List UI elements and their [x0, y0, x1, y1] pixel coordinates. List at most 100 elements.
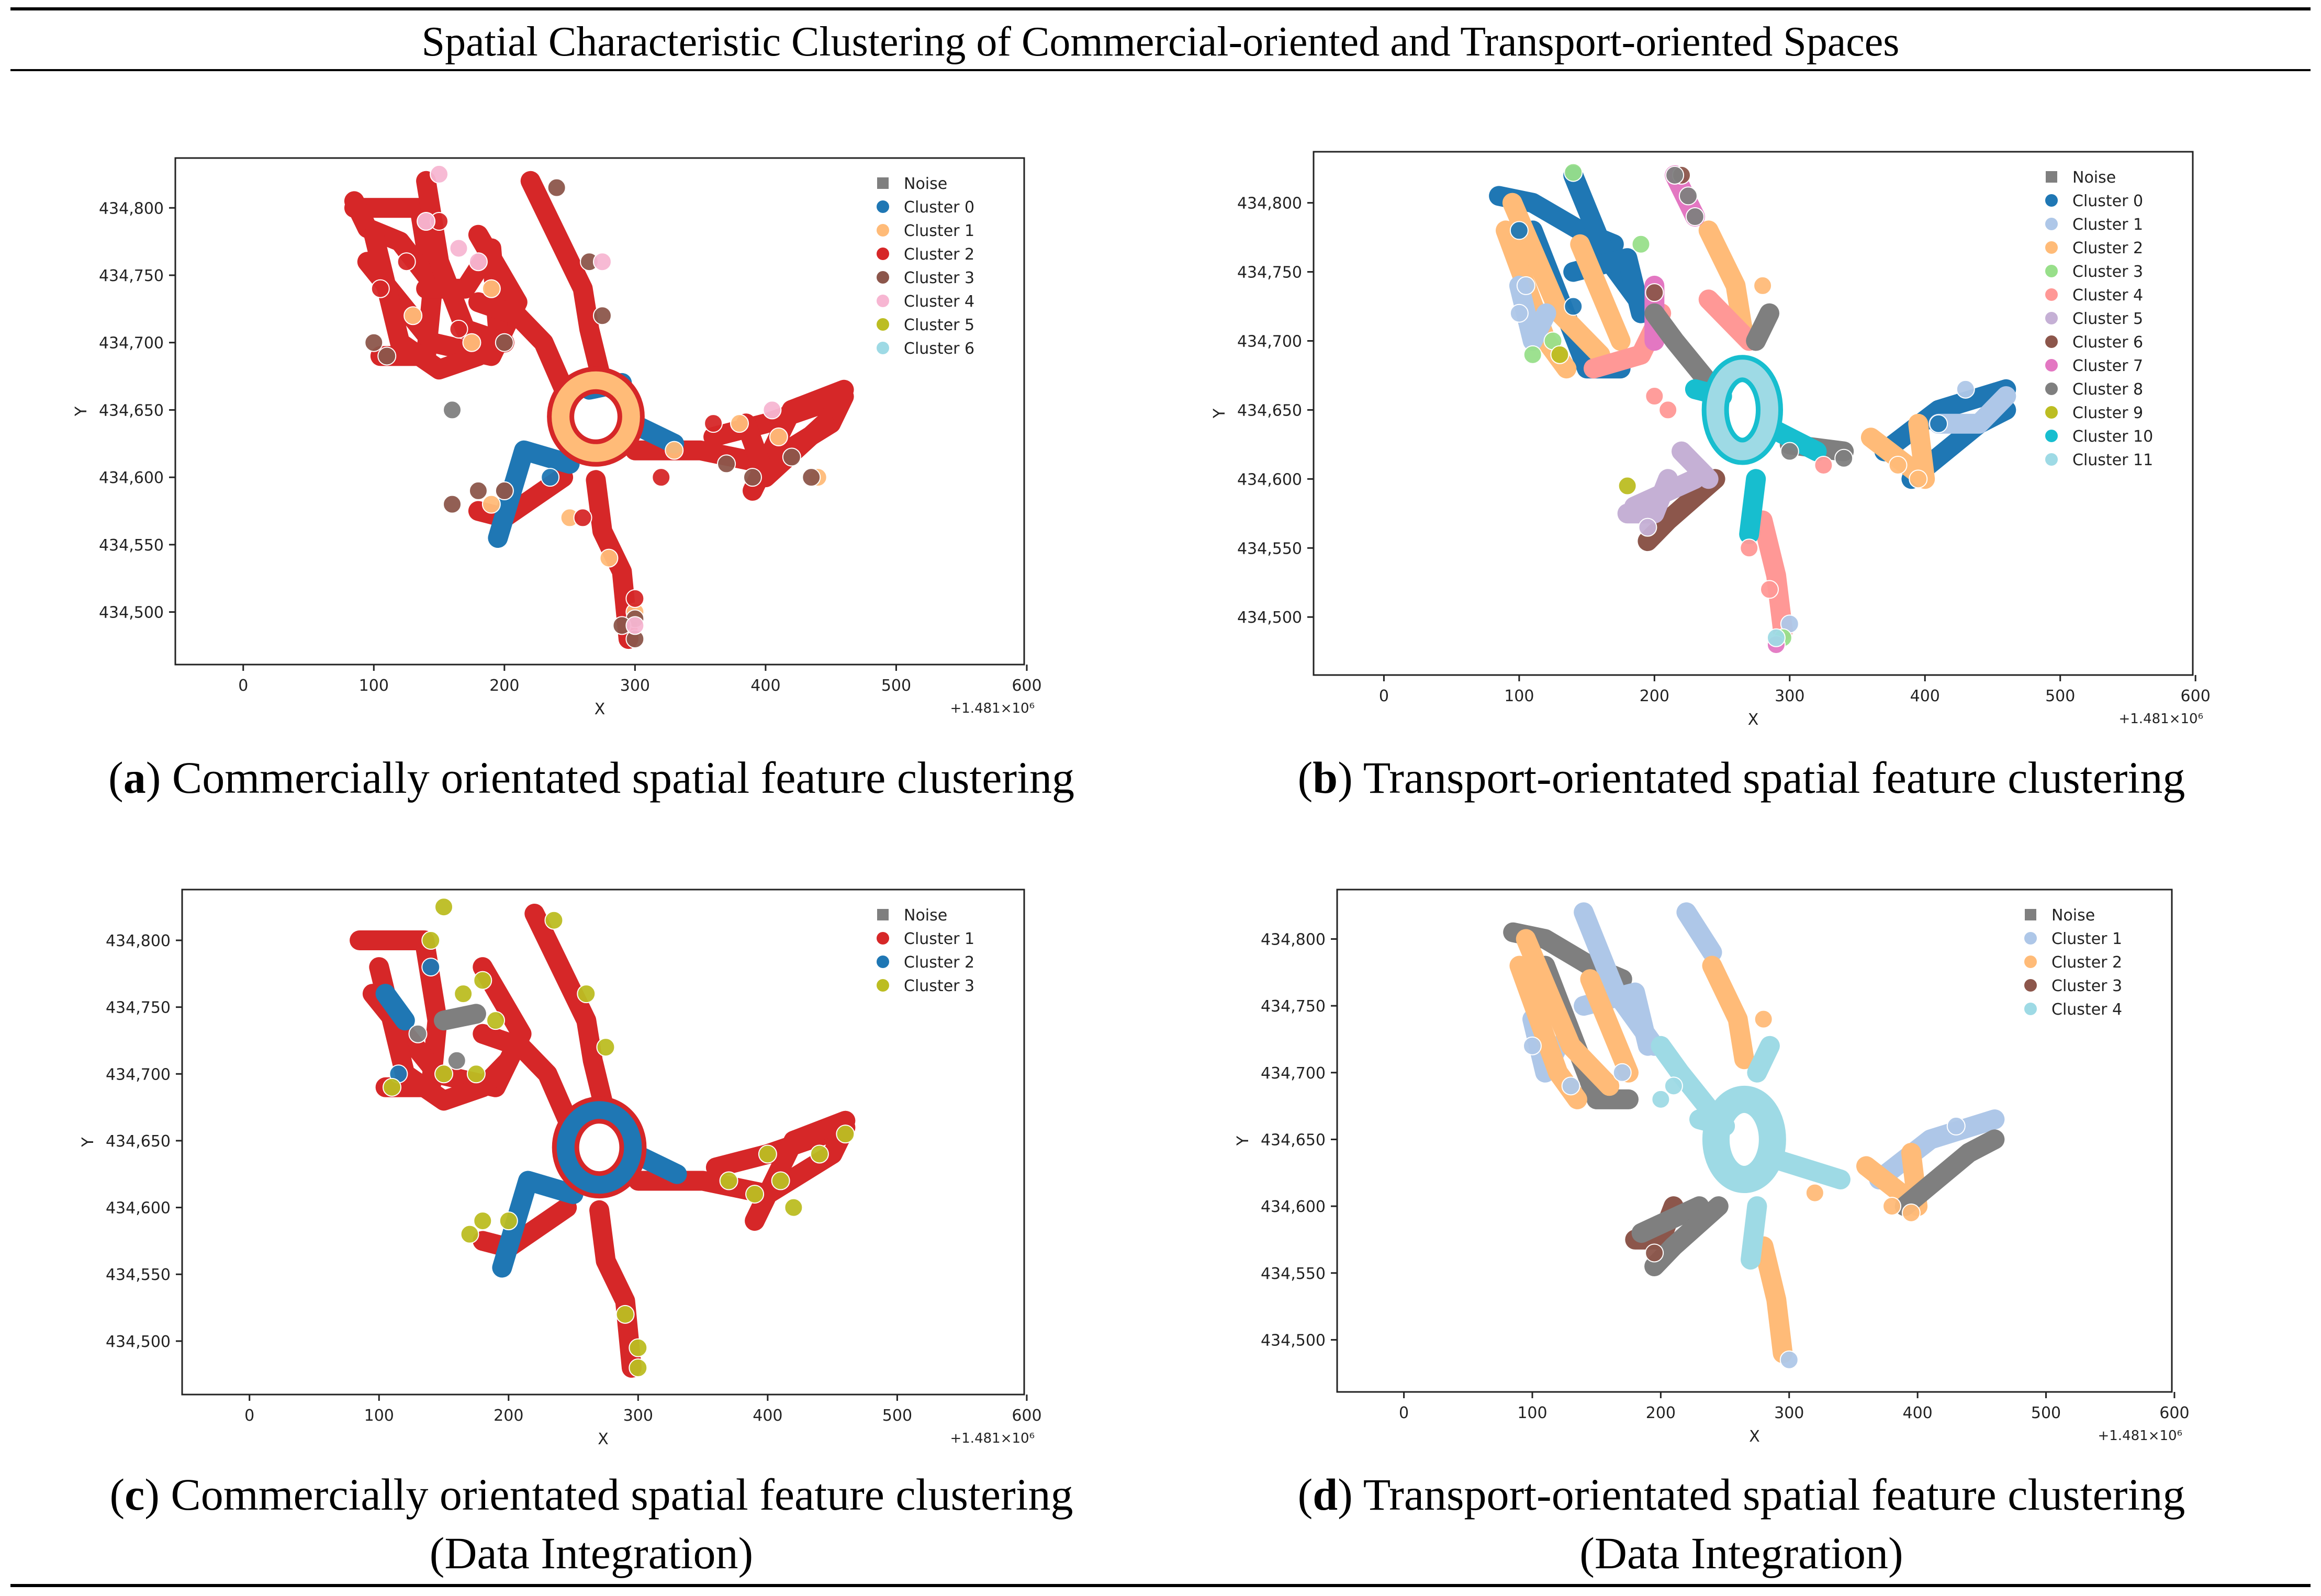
y-tick-label: 434,750: [1237, 264, 1302, 282]
y-tick-label: 434,750: [106, 999, 171, 1017]
y-axis-label: Y: [79, 1137, 97, 1148]
legend-marker: [2045, 241, 2058, 254]
cluster-trace: [1753, 1236, 1793, 1363]
cluster-trace: [1502, 193, 1610, 365]
data-point: [408, 1024, 428, 1043]
cluster-trace: [1874, 379, 2016, 462]
cluster-trace: [1894, 1129, 2005, 1217]
caption-text: Commercially orientated spatial feature …: [171, 1469, 1073, 1520]
data-point: [1834, 448, 1854, 468]
y-tick-label: 434,650: [99, 401, 164, 420]
legend-marker: [2046, 171, 2057, 183]
legend-label: Cluster 2: [2051, 953, 2122, 972]
y-tick-label: 434,700: [1261, 1064, 1326, 1083]
data-point: [1522, 1036, 1542, 1055]
legend-marker: [2045, 194, 2058, 207]
data-point: [1516, 276, 1535, 295]
central-ring: [1706, 359, 1779, 460]
data-point: [1509, 221, 1529, 240]
y-tick-label: 434,700: [1237, 332, 1302, 351]
plot-frame: [174, 157, 1025, 666]
x-tick-label: 400: [1903, 1404, 1933, 1422]
data-point: [719, 1171, 738, 1190]
cluster-trace: [1676, 902, 1722, 962]
data-point: [704, 414, 723, 433]
legend-label: Cluster 2: [904, 953, 974, 972]
caption-b: (b) Transport-orientated spatial feature…: [1297, 752, 2185, 803]
legend-marker: [2045, 383, 2058, 395]
legend-label: Cluster 4: [2051, 1001, 2122, 1019]
x-tick-label: 600: [2181, 687, 2211, 705]
cluster-trace: [736, 413, 835, 488]
data-point: [1645, 283, 1664, 302]
legend-marker: [877, 318, 889, 331]
data-point: [486, 1011, 506, 1030]
data-point: [1631, 234, 1651, 254]
data-point: [495, 481, 514, 500]
y-tick-label: 434,800: [1237, 195, 1302, 213]
cluster-trace: [434, 1004, 486, 1031]
x-tick-label: 200: [1640, 687, 1669, 705]
legend-marker: [2024, 979, 2037, 992]
cluster-trace: [473, 1024, 581, 1138]
legend-marker: [877, 956, 889, 968]
data-point: [599, 548, 619, 568]
cluster-trace: [1702, 956, 1754, 1070]
title-rule: [10, 69, 2311, 71]
legend-label: Cluster 4: [2072, 286, 2143, 305]
y-tick-label: 434,550: [106, 1266, 171, 1284]
x-tick-label: 400: [750, 677, 780, 695]
legend-label: Cluster 1: [2072, 216, 2143, 234]
legend-marker: [877, 909, 889, 920]
legend-marker: [877, 342, 889, 354]
data-point: [449, 319, 468, 339]
caption-text-line2: (Data Integration): [429, 1528, 754, 1578]
data-point: [577, 984, 596, 1004]
cluster-trace: [1869, 1109, 2005, 1189]
legend-label: Cluster 0: [2072, 192, 2143, 210]
legend-marker: [877, 248, 889, 260]
data-point: [481, 494, 501, 514]
data-point: [1888, 455, 1908, 475]
data-point: [466, 1064, 486, 1084]
y-tick-label: 434,550: [1237, 540, 1302, 558]
y-tick-label: 434,700: [106, 1065, 171, 1084]
cluster-trace: [1746, 303, 1779, 351]
y-tick-label: 434,800: [99, 199, 164, 218]
legend-label: Noise: [2051, 906, 2095, 925]
y-tick-label: 434,700: [99, 334, 164, 353]
data-point: [364, 333, 384, 352]
legend-label: Cluster 8: [2072, 380, 2143, 399]
data-point: [615, 1305, 635, 1324]
data-point: [1678, 186, 1698, 206]
cluster-trace: [1570, 234, 1631, 351]
x-axis-label: X: [1749, 1428, 1760, 1446]
central-ring: [552, 371, 640, 462]
data-point: [377, 346, 397, 366]
y-tick-label: 434,750: [99, 267, 164, 285]
data-point: [1618, 476, 1637, 496]
data-point: [665, 441, 684, 460]
data-point: [460, 1224, 479, 1244]
x-tick-label: 500: [2045, 687, 2075, 705]
data-point: [481, 279, 501, 298]
x-tick-label: 100: [364, 1407, 394, 1425]
data-point: [1760, 580, 1779, 599]
legend-marker: [2045, 265, 2058, 277]
legend-marker: [877, 295, 889, 307]
x-tick-label: 500: [882, 1407, 912, 1425]
legend-label: Cluster 9: [2072, 404, 2143, 422]
legend-label: Noise: [904, 175, 947, 193]
data-point: [1564, 297, 1583, 316]
x-tick-label: 400: [1910, 687, 1940, 705]
x-offset-label: +1.481×10⁶: [2118, 711, 2203, 727]
y-tick-label: 434,600: [1237, 470, 1302, 489]
data-point: [454, 984, 473, 1004]
data-point: [434, 897, 454, 917]
cluster-trace: [1747, 1036, 1780, 1083]
cluster-trace: [1638, 469, 1725, 552]
data-point: [383, 1077, 402, 1097]
